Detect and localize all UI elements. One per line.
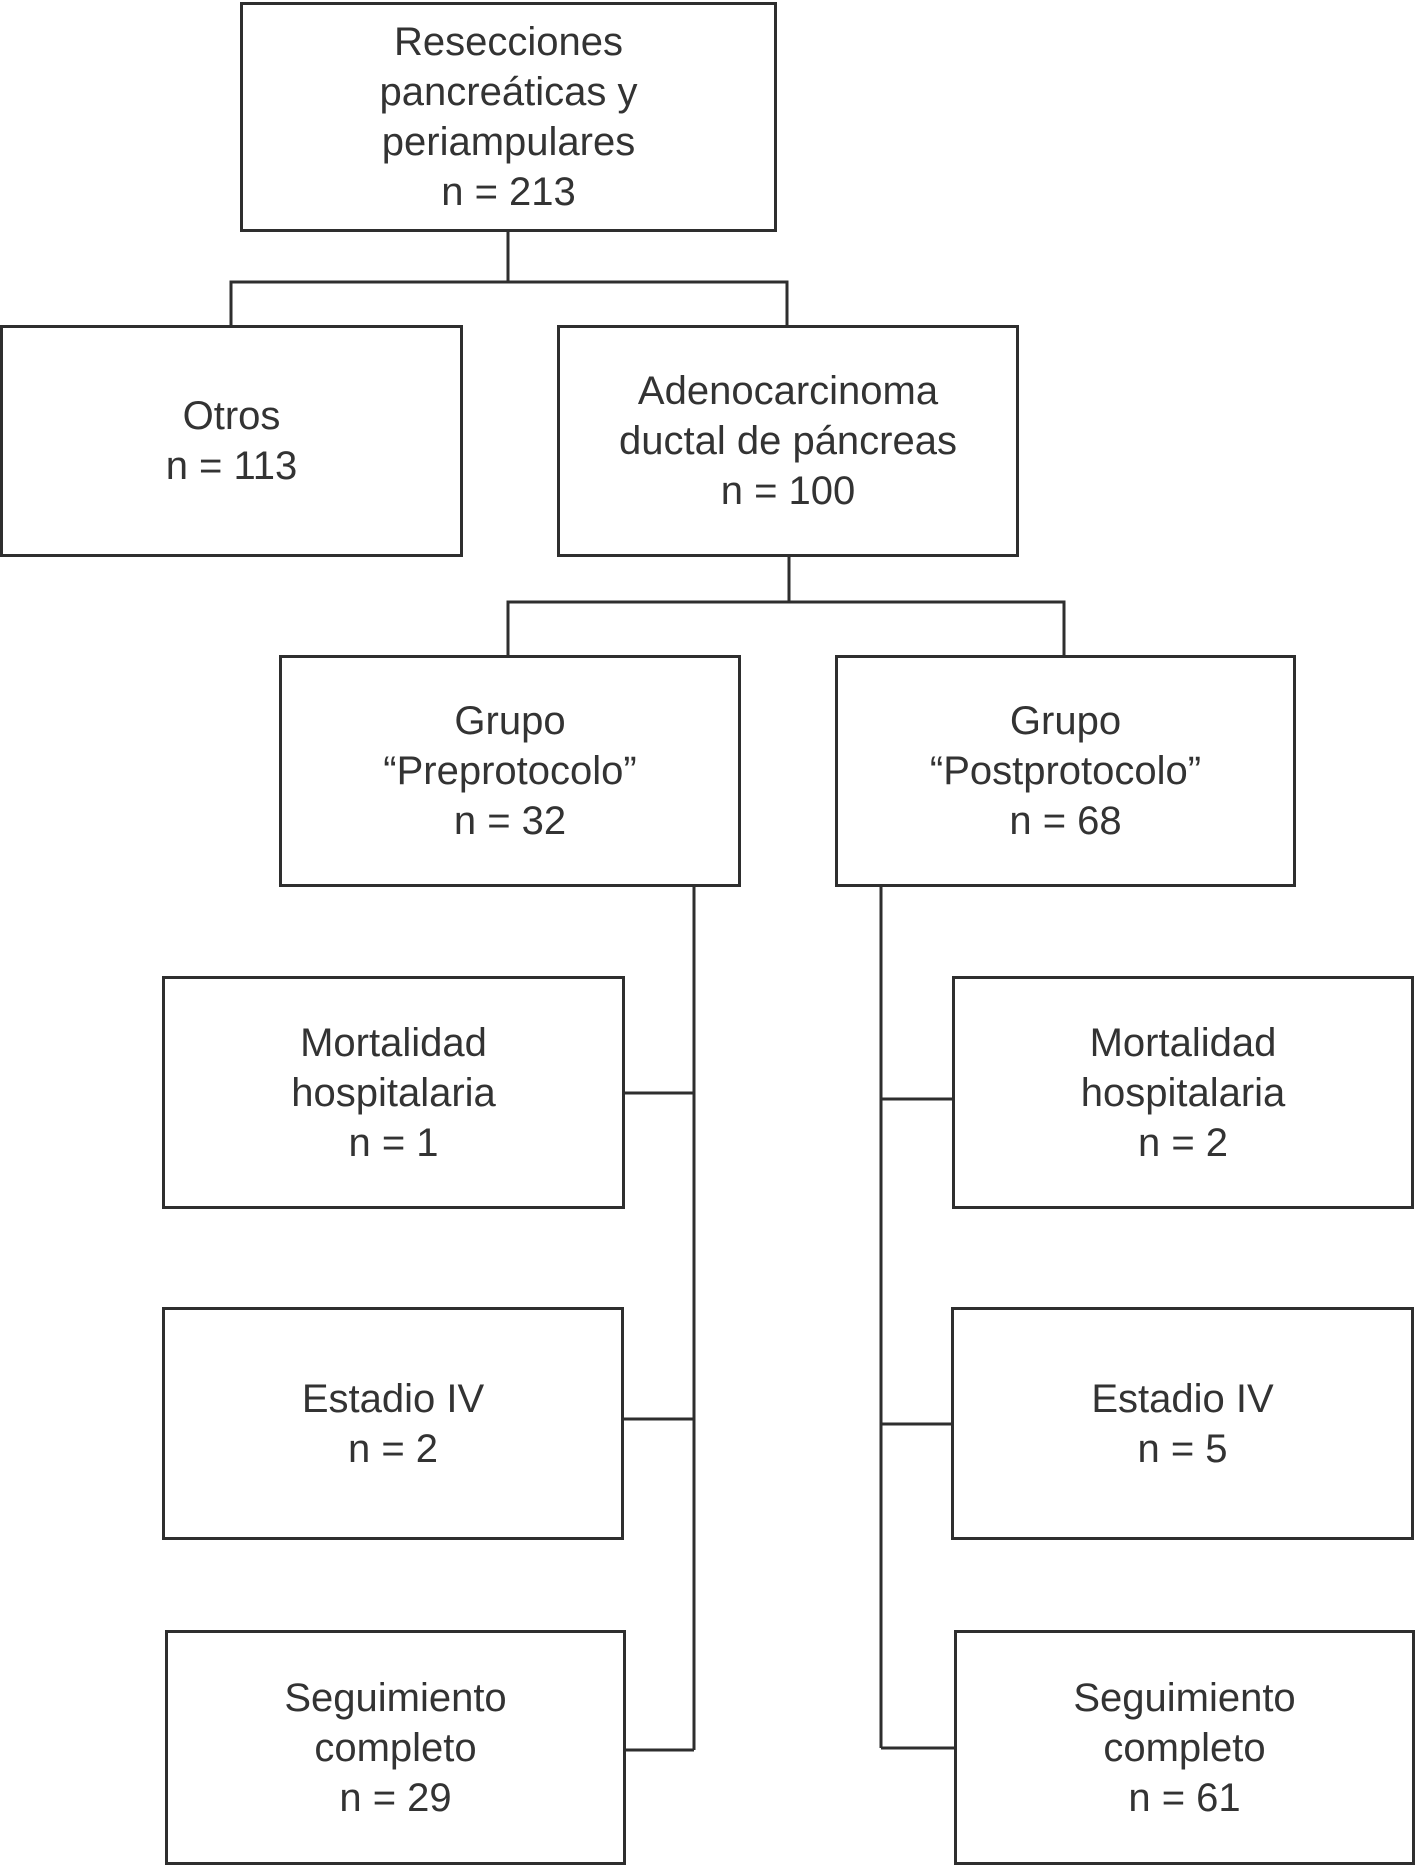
post-seguimiento-line-2: completo	[1103, 1725, 1266, 1770]
pre-seguimiento-line-2: completo	[314, 1725, 477, 1770]
pre-estadio-box: Estadio IV n = 2	[162, 1307, 624, 1540]
pre-seguimiento-line-1: Seguimiento	[284, 1675, 507, 1720]
root-count: n = 213	[441, 170, 576, 214]
adenocarcinoma-line-1: Adenocarcinoma	[637, 369, 939, 413]
adenocarcinoma-line-2: ductal de páncreas	[618, 419, 957, 463]
connector-root-branches	[229, 280, 789, 328]
pre-mortalidad-line-1: Mortalidad	[300, 1020, 487, 1065]
pre-estadio-count: n = 2	[347, 1426, 439, 1471]
otros-count: n = 113	[165, 444, 298, 488]
root-line-3: periampulares	[381, 120, 636, 164]
pre-mortalidad-count: n = 1	[348, 1120, 439, 1165]
post-mortalidad-box: Mortalidad hospitalaria n = 2	[952, 976, 1414, 1209]
connector-adeno-branches	[506, 600, 1066, 655]
pre-estadio-label: Estadio IV	[301, 1376, 485, 1421]
post-seguimiento-count: n = 61	[1128, 1775, 1241, 1820]
post-group-count: n = 68	[1009, 799, 1122, 843]
post-mortalidad-line-1: Mortalidad	[1089, 1020, 1277, 1065]
root-box: Resecciones pancreáticas y periampulares…	[240, 2, 777, 232]
pre-mortalidad-box: Mortalidad hospitalaria n = 1	[162, 976, 625, 1209]
otros-box: Otros n = 113	[0, 325, 463, 557]
pre-group-line-1: Grupo	[454, 699, 566, 743]
pre-seguimiento-count: n = 29	[339, 1775, 452, 1820]
post-seguimiento-line-1: Seguimiento	[1073, 1675, 1296, 1720]
root-line-1: Resecciones	[393, 20, 623, 64]
preprotocolo-group-box: Grupo “Preprotocolo” n = 32	[279, 655, 741, 887]
pre-seguimiento-box: Seguimiento completo n = 29	[165, 1630, 626, 1865]
otros-label: Otros	[182, 394, 281, 438]
pre-mortalidad-line-2: hospitalaria	[291, 1070, 496, 1115]
post-mortalidad-count: n = 2	[1137, 1120, 1229, 1165]
postprotocolo-group-box: Grupo “Postprotocolo” n = 68	[835, 655, 1296, 887]
adenocarcinoma-count: n = 100	[720, 469, 856, 513]
pre-group-count: n = 32	[453, 799, 567, 843]
post-estadio-label: Estadio IV	[1091, 1376, 1274, 1421]
post-estadio-box: Estadio IV n = 5	[951, 1307, 1414, 1540]
root-line-2: pancreáticas y	[379, 70, 638, 114]
post-group-line-1: Grupo	[1009, 699, 1122, 743]
post-estadio-count: n = 5	[1137, 1426, 1228, 1471]
pre-group-line-2: “Preprotocolo”	[383, 749, 637, 793]
post-seguimiento-box: Seguimiento completo n = 61	[954, 1630, 1415, 1865]
post-mortalidad-line-2: hospitalaria	[1080, 1070, 1286, 1115]
post-group-line-2: “Postprotocolo”	[929, 749, 1202, 793]
adenocarcinoma-box: Adenocarcinoma ductal de páncreas n = 10…	[557, 325, 1019, 557]
